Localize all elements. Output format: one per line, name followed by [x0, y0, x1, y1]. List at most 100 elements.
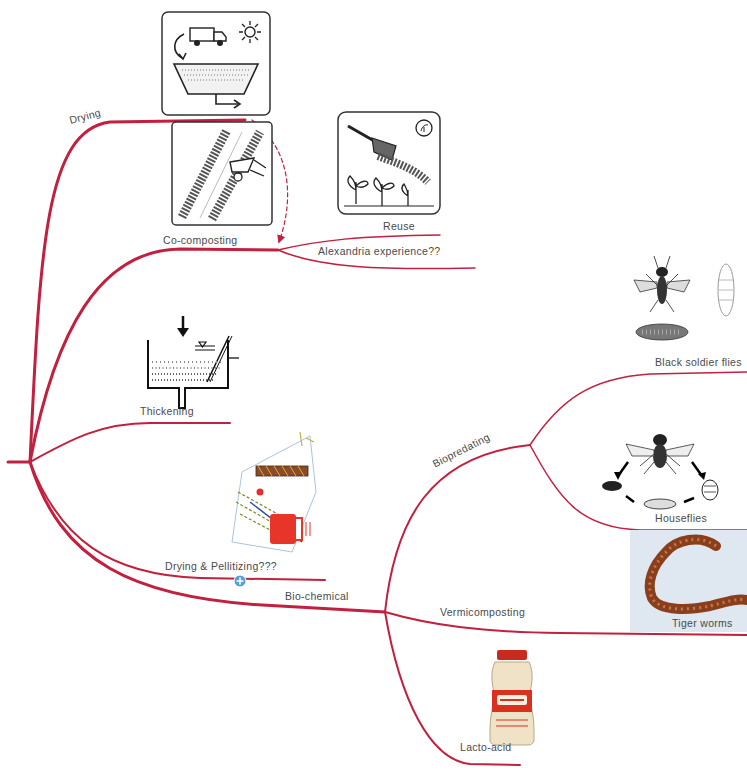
drying-icon [182, 70, 250, 71]
branch-label: Black soldier flies [655, 356, 742, 368]
branch-label: Houseflies [655, 512, 707, 524]
thickening-icon [152, 361, 223, 363]
drying-icon [216, 94, 238, 104]
drying-icon [234, 100, 240, 108]
branch-label: Bio-chemical [285, 590, 349, 602]
pelletizing-icon [232, 436, 316, 552]
tiger-worm-photo [630, 530, 747, 632]
co-composting-icon [250, 160, 266, 176]
reuse-icon [344, 205, 434, 206]
housefly-lifecycle-figure [602, 434, 718, 509]
thickening-icon [195, 346, 215, 350]
drying-icon [174, 64, 258, 94]
branch-label: Drying [68, 106, 102, 126]
drying-icon [194, 40, 200, 46]
co-composting-icon [182, 130, 227, 217]
reuse-icon [374, 178, 394, 206]
black-soldier-fly-figure [656, 267, 668, 277]
expand-icon [237, 578, 244, 585]
thickening-icon [152, 379, 213, 381]
black-soldier-fly-figure [636, 324, 688, 340]
tiger-worm-photo [650, 539, 746, 608]
pelletizing-icon [232, 432, 316, 552]
thickening-icon [148, 340, 228, 408]
housefly-lifecycle-figure [640, 454, 680, 474]
black-soldier-fly-figure [642, 330, 682, 335]
drying-icon [162, 12, 270, 115]
drying-icon [184, 75, 248, 76]
drying-icon [214, 32, 226, 41]
reuse-icon [416, 120, 432, 136]
drying-icon [245, 27, 255, 37]
reuse-icon [402, 184, 408, 206]
thickening-icon [177, 328, 189, 337]
reuse-icon [378, 156, 428, 182]
lacto-acid-bottle [497, 650, 527, 660]
branch-lines [30, 249, 278, 462]
lacto-acid-bottle [490, 662, 534, 745]
co-composting-icon [172, 122, 272, 225]
drying-icon [217, 40, 223, 46]
housefly-lifecycle-figure [644, 499, 676, 509]
tiger-worm-photo [650, 539, 746, 608]
thickening-icon [152, 367, 221, 369]
branch-label: Tiger worms [672, 617, 733, 629]
lacto-acid-bottle [490, 650, 534, 745]
lacto-acid-bottle [497, 695, 527, 705]
reuse-icon [338, 112, 440, 214]
drying-icon [179, 53, 186, 59]
drying-icon [162, 12, 270, 115]
branch-label: Vermicomposting [440, 606, 525, 618]
branch-lines [385, 445, 530, 612]
housefly-lifecycle-figure [614, 472, 622, 480]
tiger-worm-photo [630, 530, 747, 632]
branch-lines [30, 423, 230, 462]
branch-label: Co-composting [163, 234, 238, 246]
housefly-lifecycle-figure [653, 444, 667, 468]
black-soldier-fly-figure [634, 280, 690, 292]
housefly-lifecycle-figure [626, 496, 634, 502]
housefly-lifecycle-figure [702, 480, 718, 500]
housefly-lifecycle-figure [698, 472, 706, 480]
black-soldier-fly-figure [634, 256, 734, 340]
branch-label: Drying & Pellitizing??? [165, 560, 277, 572]
co-composting-icon [172, 122, 272, 225]
branch-lines [8, 120, 747, 765]
branch-label: Alexandria experience?? [318, 245, 440, 257]
black-soldier-fly-figure [654, 256, 670, 268]
lacto-acid-bottle [492, 690, 532, 712]
pelletizing-icon [257, 489, 264, 496]
branch-lines [8, 461, 30, 464]
co-composting-icon [234, 173, 242, 181]
pelletizing-icon [296, 518, 302, 540]
co-composting-icon [200, 132, 242, 218]
branch-label: Reuse [383, 220, 415, 232]
reuse-icon [338, 112, 440, 214]
branch-lines [530, 445, 747, 530]
pelletizing-icon [270, 514, 296, 544]
reuse-icon [348, 176, 368, 204]
lacto-acid-bottle [496, 720, 528, 726]
branch-label: Biopredating [430, 430, 491, 469]
thickening-icon [152, 373, 217, 375]
pelletizing-icon [258, 466, 304, 476]
housefly-lifecycle-figure [602, 481, 622, 491]
drying-icon [188, 80, 244, 81]
housefly-lifecycle-figure [626, 444, 694, 456]
branch-label: Lacto-acid [460, 741, 511, 753]
reuse-icon [421, 125, 428, 132]
pelletizing-icon [300, 432, 314, 446]
black-soldier-fly-figure [718, 264, 734, 316]
black-soldier-fly-figure [657, 276, 667, 304]
drying-icon [190, 28, 214, 41]
black-soldier-fly-figure [719, 280, 733, 300]
thickening-icon [207, 336, 229, 382]
reuse-icon [372, 138, 396, 160]
branch-lines [30, 462, 385, 612]
branch-label: Thickening [140, 405, 194, 417]
thickening-icon [228, 357, 239, 358]
housefly-lifecycle-figure [704, 486, 716, 492]
expand-icon [234, 575, 246, 587]
